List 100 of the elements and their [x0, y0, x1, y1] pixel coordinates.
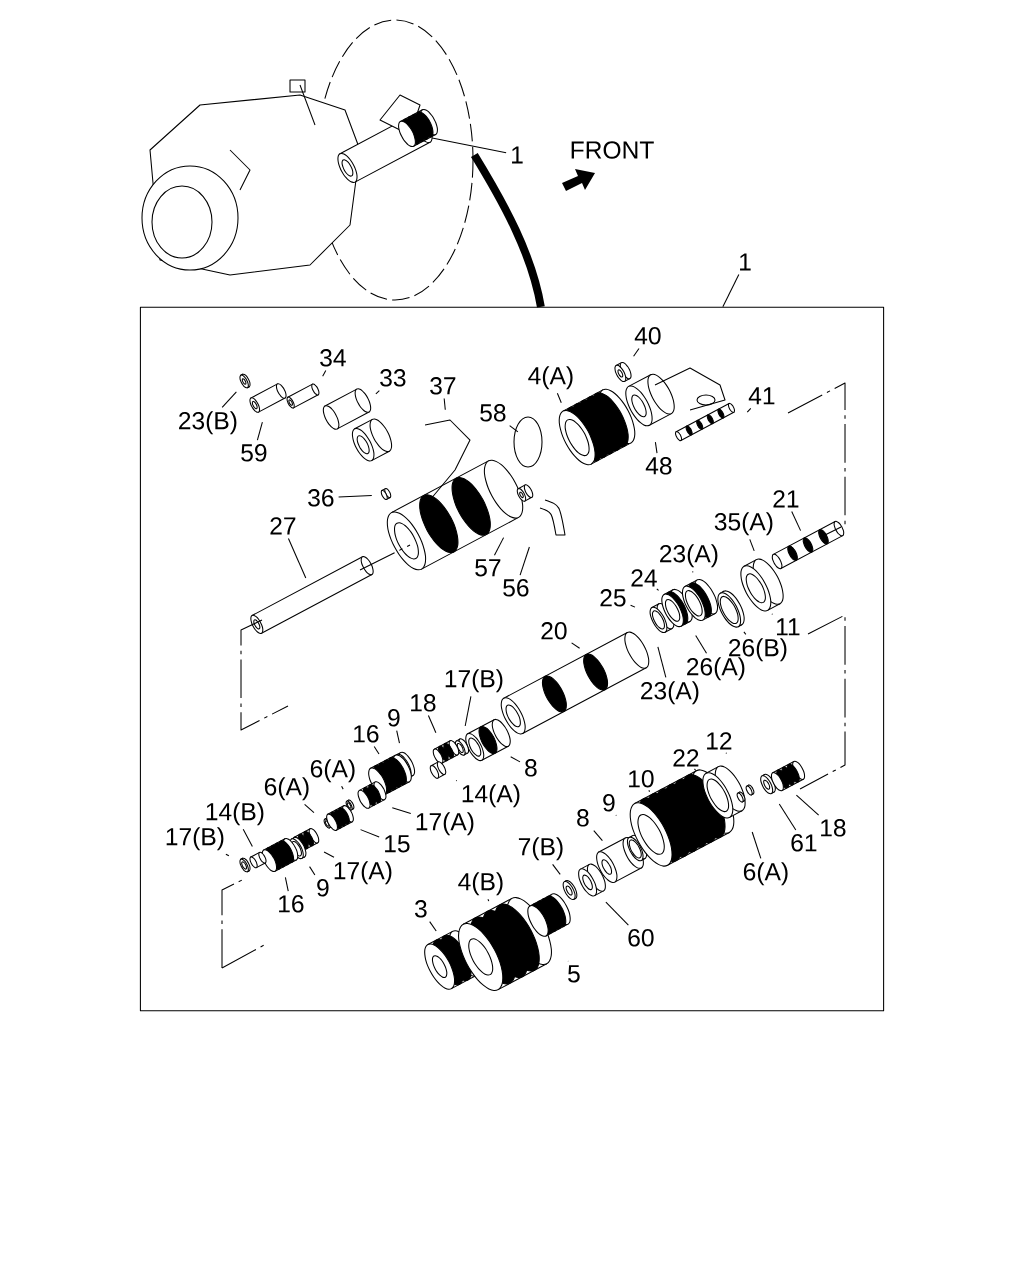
callout-number: 35(A) — [714, 512, 773, 536]
callout-number: 18 — [821, 819, 846, 837]
leader-line — [743, 631, 747, 635]
leader-line — [693, 768, 697, 771]
callout-number: 4(B) — [458, 872, 503, 896]
callout-number: 36 — [308, 489, 334, 507]
leader-line — [322, 370, 327, 377]
leader-line — [242, 828, 253, 847]
leader-line — [373, 746, 380, 755]
callout-number: 17(A) — [334, 861, 392, 885]
callout-number: 57 — [475, 559, 501, 577]
leader-line — [692, 570, 694, 573]
callout-number: 48 — [645, 457, 672, 475]
callout-number: 9 — [388, 709, 400, 727]
callout-number: 14(B) — [206, 802, 264, 826]
callout-number: 58 — [480, 404, 506, 422]
callout-number: 10 — [629, 770, 654, 788]
leader-line — [225, 853, 230, 857]
callout-number: 1 — [740, 253, 751, 271]
callout-number: 41 — [748, 387, 775, 405]
callout-number: 1 — [512, 146, 523, 164]
callout-number: 9 — [603, 794, 615, 812]
leader-line — [304, 803, 315, 814]
leader-line — [795, 794, 820, 816]
callout-number: 5 — [568, 965, 580, 983]
callout-number: 16 — [354, 725, 379, 743]
callout-number: 6(A) — [743, 862, 788, 886]
leader-line — [338, 494, 373, 498]
leader-line — [396, 730, 400, 744]
leader-line — [746, 407, 752, 413]
leader-line — [656, 588, 660, 591]
callout-number: 17(B) — [166, 827, 224, 851]
callout-number: 3 — [415, 900, 427, 918]
leader-line — [221, 391, 237, 408]
leader-line — [341, 785, 344, 790]
leader-line — [287, 537, 307, 579]
leader-line — [749, 538, 755, 552]
callout-number: 14(A) — [462, 784, 520, 808]
direction-label: FRONT — [571, 141, 654, 159]
callout-number: 61 — [791, 834, 817, 852]
callout-number: 17(A) — [416, 812, 474, 836]
curved-connector — [470, 152, 545, 308]
leader-line — [633, 348, 640, 357]
leader-line — [309, 866, 316, 876]
callout-number: 8 — [577, 809, 589, 827]
callout-number: 60 — [628, 929, 654, 947]
callout-number: 56 — [503, 579, 529, 597]
transmission-drawing — [141, 19, 474, 301]
callout-number: 12 — [707, 732, 732, 750]
callout-number: 33 — [380, 369, 406, 387]
leader-line — [552, 863, 561, 875]
callout-number: 11 — [777, 618, 800, 636]
callout-number: 23(A) — [660, 544, 718, 568]
callout-number: 7(B) — [518, 837, 563, 861]
leader-line — [519, 546, 530, 576]
leader-line — [654, 441, 658, 454]
leader-line — [429, 921, 437, 932]
callout-number: 24 — [631, 569, 657, 587]
leader-line — [630, 604, 636, 608]
callout-number: 18 — [411, 694, 436, 712]
callout-number: 8 — [525, 759, 537, 777]
callout-number: 25 — [600, 589, 626, 607]
callout-number: 59 — [241, 444, 267, 462]
leader-line — [510, 756, 521, 763]
callout-number: 37 — [430, 377, 456, 395]
callout-number: 27 — [270, 517, 296, 535]
leader-line — [751, 831, 762, 859]
leader-line — [791, 510, 802, 532]
callout-number: 17(B) — [445, 669, 503, 693]
callout-number: 20 — [541, 622, 567, 640]
callout-number: 6(A) — [264, 777, 309, 801]
leader-line — [284, 876, 289, 892]
leader-line — [571, 642, 581, 649]
frame-box — [139, 306, 885, 1012]
callout-number: 34 — [320, 349, 346, 367]
leader-line — [722, 273, 740, 308]
leader-line — [493, 537, 505, 556]
leader-line — [556, 392, 562, 404]
leader-line — [657, 646, 667, 678]
leader-line — [323, 851, 335, 858]
leader-line — [375, 390, 380, 395]
leader-line — [443, 398, 446, 411]
callout-number: 21 — [773, 490, 799, 508]
callout-number: 22 — [673, 749, 699, 767]
callout-number: 23(B) — [179, 411, 237, 435]
leader-line — [431, 137, 507, 154]
callout-number: 9 — [317, 879, 329, 897]
leader-line — [391, 807, 412, 814]
leader-line — [256, 421, 263, 441]
leader-line — [778, 803, 797, 831]
leader-line — [360, 829, 380, 838]
leader-line — [648, 789, 651, 793]
callout-number: 40 — [634, 327, 661, 345]
leader-line — [771, 613, 774, 615]
leader-line — [695, 634, 708, 654]
leader-line — [464, 695, 472, 727]
leader-line — [427, 715, 437, 734]
leader-line — [509, 425, 519, 433]
callout-number: 15 — [385, 835, 410, 853]
leader-line — [593, 830, 603, 842]
